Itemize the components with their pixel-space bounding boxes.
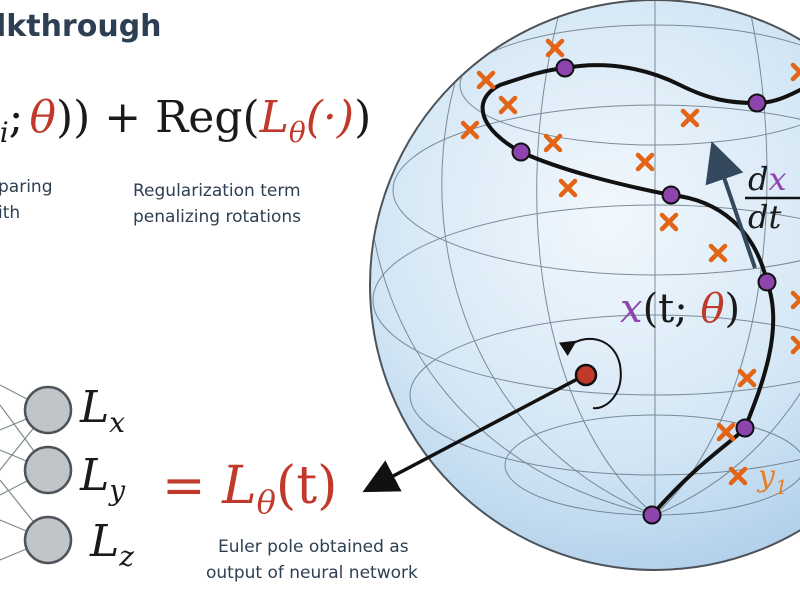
observation-cross — [558, 178, 578, 198]
traj-point — [757, 272, 777, 292]
eq-L-sub: θ — [289, 116, 306, 149]
network-edges — [0, 384, 49, 561]
traj-point — [642, 505, 662, 525]
observation-cross — [543, 133, 563, 153]
observation-cross — [498, 95, 518, 115]
sphere-grid — [370, 0, 800, 516]
traj-point — [661, 185, 681, 205]
observation-cross — [728, 466, 748, 486]
observation-cross — [659, 212, 679, 232]
eq-subscript-i: i — [0, 116, 9, 149]
euler-pole-equation: = Lθ(t) — [162, 456, 337, 521]
eq-arg: (·) — [306, 92, 354, 143]
observation-label: y1 — [756, 459, 788, 499]
eq-theta: θ — [29, 92, 56, 143]
observation-cross — [737, 368, 757, 388]
traj-point — [735, 418, 755, 438]
loss-equation: ti;θ)) + Reg(Lθ(·)) — [0, 92, 371, 149]
left-note-line2: ith — [0, 203, 20, 223]
pole-note-line1: Euler pole obtained as — [218, 537, 409, 557]
observation-cross — [790, 290, 800, 310]
left-note-line1: paring — [0, 177, 53, 197]
output-node-x — [23, 385, 73, 435]
traj-point — [511, 142, 531, 162]
observation-cross — [716, 422, 736, 442]
svg-text:dt: dt — [748, 198, 781, 236]
observation-cross — [635, 152, 655, 172]
velocity-arrow — [705, 141, 757, 269]
observation-cross — [790, 335, 800, 355]
trajectory-label: x(t; θ) — [620, 286, 740, 332]
svg-text:dx: dx — [748, 160, 787, 198]
label-Lz: Lz — [89, 516, 134, 573]
observation-cross — [708, 243, 728, 263]
slide-title: lkthrough — [0, 9, 162, 44]
label-Ly: Ly — [79, 450, 126, 507]
reg-note-line1: Regularization term — [133, 181, 301, 201]
eq-close: ) — [354, 92, 371, 143]
eq-close-plus: )) + — [56, 92, 155, 143]
observation-cross — [790, 62, 800, 82]
eq-semicolon: ; — [9, 92, 24, 143]
euler-pole — [574, 363, 598, 387]
equals-sign: = — [162, 456, 222, 516]
sphere — [369, 0, 800, 571]
output-node-y — [23, 445, 73, 495]
trajectory-points — [511, 58, 777, 525]
traj-point — [747, 93, 767, 113]
output-node-z — [23, 515, 73, 565]
label-Lx: Lx — [79, 382, 125, 439]
observation-cross — [460, 120, 480, 140]
derivative-label: dx dt — [745, 160, 800, 236]
reg-note-line2: penalizing rotations — [133, 207, 301, 227]
traj-point — [555, 58, 575, 78]
eq-L: L — [259, 92, 289, 143]
pole-arrow — [362, 373, 586, 493]
observation-cross — [545, 38, 565, 58]
observations — [460, 38, 800, 486]
pole-note-line2: output of neural network — [206, 563, 418, 583]
eq-reg: Reg( — [155, 92, 260, 143]
rotation-arrow — [558, 337, 622, 410]
neural-network — [0, 384, 73, 565]
sphere-body — [369, 0, 800, 571]
observation-cross — [476, 70, 496, 90]
observation-cross — [680, 108, 700, 128]
